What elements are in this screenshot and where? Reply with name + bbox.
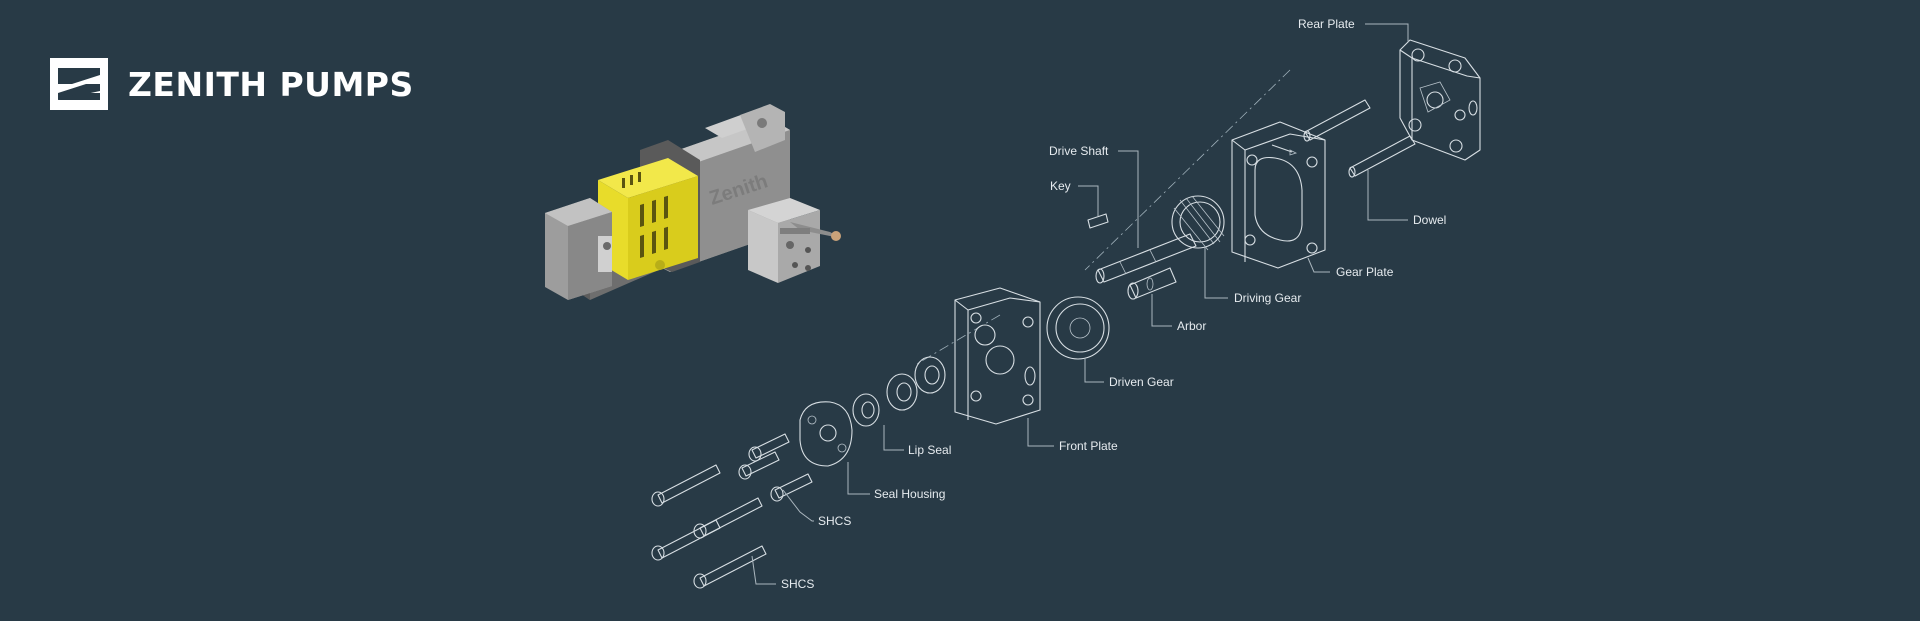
callouts: Rear Plate Drive Shaft Key Dowel Gear Pl… xyxy=(751,17,1446,591)
driven-gear-part xyxy=(1046,296,1110,360)
callout-front-plate: Front Plate xyxy=(1059,439,1118,453)
brand-lockup[interactable]: ZENITH PUMPS xyxy=(50,58,414,110)
callout-drive-shaft: Drive Shaft xyxy=(1049,144,1109,158)
callout-lip-seal: Lip Seal xyxy=(908,443,951,457)
callout-driving-gear: Driving Gear xyxy=(1234,291,1301,305)
upper-centerline xyxy=(1084,69,1291,271)
callout-dowel: Dowel xyxy=(1413,213,1446,227)
lip-seal-parts xyxy=(852,356,946,427)
callout-shcs-lower: SHCS xyxy=(781,577,814,591)
callout-arbor: Arbor xyxy=(1177,319,1206,333)
drive-shaft-part xyxy=(1095,233,1197,284)
brand-name: ZENITH PUMPS xyxy=(128,64,414,104)
key-part xyxy=(1087,213,1109,229)
driving-gear-part xyxy=(1171,195,1225,251)
seal-housing-part xyxy=(799,401,853,467)
callout-gear-plate: Gear Plate xyxy=(1336,265,1394,279)
callout-seal-housing: Seal Housing xyxy=(874,487,945,501)
front-plate-part xyxy=(954,287,1041,425)
callout-rear-plate: Rear Plate xyxy=(1298,17,1355,31)
zenith-z-logo-icon xyxy=(50,58,108,110)
callout-driven-gear: Driven Gear xyxy=(1109,375,1174,389)
callout-key: Key xyxy=(1050,179,1071,193)
gear-plate-part xyxy=(1231,121,1326,269)
rear-plate-part xyxy=(1399,39,1481,161)
arbor-part xyxy=(1127,267,1177,300)
assembled-pump-render: Zenith xyxy=(545,104,841,300)
callout-shcs-upper: SHCS xyxy=(818,514,851,528)
shcs-screws xyxy=(651,433,813,589)
